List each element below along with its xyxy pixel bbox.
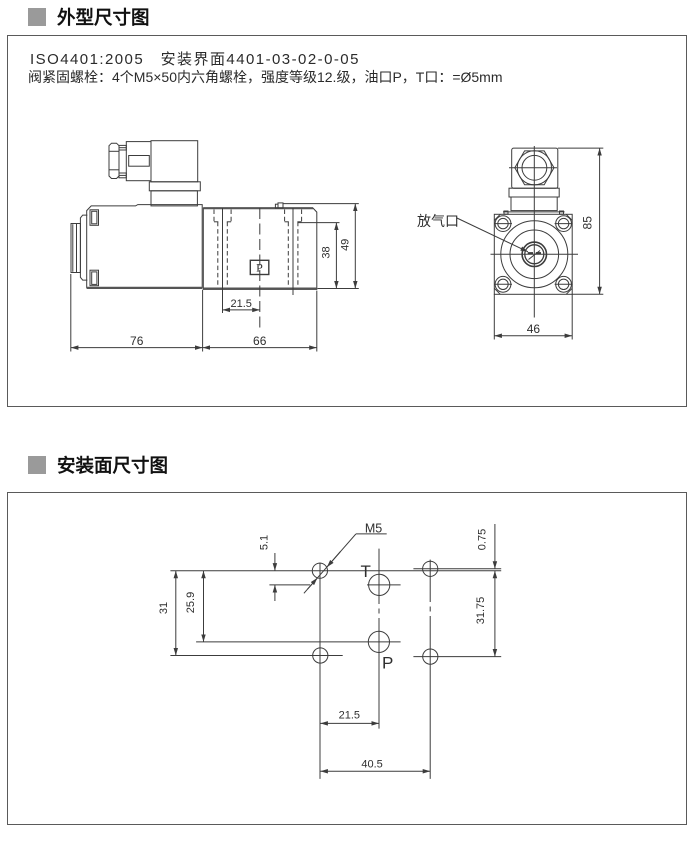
svg-text:P: P	[382, 654, 393, 673]
svg-text:21.5: 21.5	[230, 298, 251, 310]
svg-text:25.9: 25.9	[185, 592, 197, 613]
svg-text:31: 31	[158, 602, 170, 614]
svg-text:T: T	[361, 562, 371, 581]
svg-text:放气口: 放气口	[417, 213, 459, 229]
svg-text:40.5: 40.5	[361, 759, 382, 771]
svg-text:21.5: 21.5	[339, 710, 360, 722]
svg-text:76: 76	[130, 334, 144, 348]
svg-text:M5: M5	[365, 522, 382, 536]
svg-text:5.1: 5.1	[259, 535, 271, 550]
svg-text:31.75: 31.75	[475, 597, 487, 625]
svg-text:0.75: 0.75	[476, 529, 488, 550]
svg-text:P: P	[256, 261, 263, 275]
svg-text:66: 66	[253, 334, 267, 348]
svg-text:46: 46	[527, 322, 541, 336]
svg-text:49: 49	[340, 239, 352, 251]
svg-text:85: 85	[580, 216, 594, 230]
svg-text:38: 38	[321, 246, 333, 258]
